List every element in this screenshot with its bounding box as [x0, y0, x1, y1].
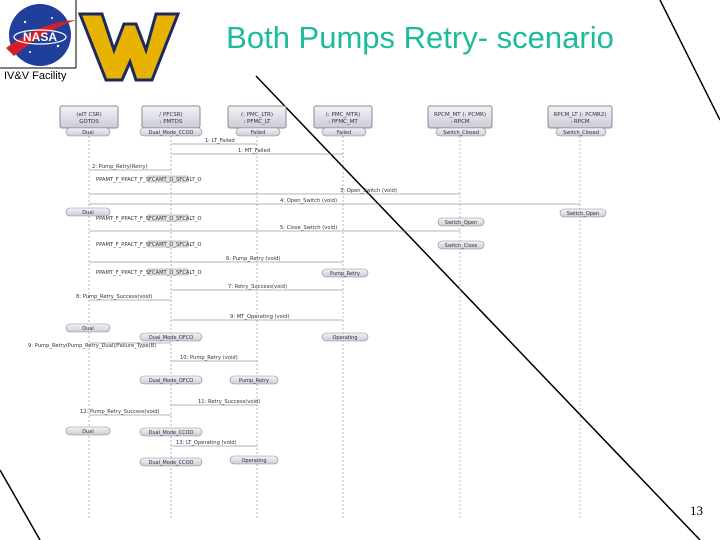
- message-label: 9: Pump_Retry(Pump_Retry_Dual)/Failure_T…: [28, 343, 156, 349]
- state-box: Dual_Mode_CCOO: [139, 427, 203, 437]
- lifeline-header: (: PMC_MTR) : PFMC_MT: [313, 105, 373, 129]
- state-label: Dual_Mode_CCOO: [149, 430, 194, 436]
- message-label: PPAMT_F_PPACT_F_SFCAMT_O_SFCALT_O: [96, 177, 201, 183]
- state-box: Pump_Retry: [229, 375, 279, 385]
- state-label: Switch_Closed: [563, 130, 599, 136]
- state-box: Operating: [321, 332, 369, 342]
- message-label: 5: Close_Switch (void): [280, 225, 337, 231]
- state-label: Dual: [82, 130, 93, 136]
- message-label: 3: Open_Switch (void): [340, 188, 397, 194]
- state-label: Dual_Mode_CCOO: [149, 130, 194, 136]
- message-label: 13: LT_Operating (void): [176, 440, 237, 446]
- nasa-logo: NASA: [6, 4, 76, 66]
- state-label: Pump_Retry: [330, 271, 360, 277]
- lifeline-header: RPCM_MT (: PCMR) : RPCM: [427, 105, 493, 129]
- page-number: 13: [690, 503, 703, 518]
- state-label: Dual: [82, 429, 93, 435]
- state-box: Dual: [65, 127, 111, 137]
- message-label: 7: Retry_Success(void): [228, 284, 287, 290]
- lifeline-label: (eIT CSR): [76, 112, 102, 118]
- lifeline-header: / PFCSR) : PMTDS: [141, 105, 201, 129]
- state-label: Switch_Open: [445, 220, 477, 226]
- state-box: Dual: [65, 426, 111, 436]
- state-box: Operating: [229, 455, 279, 465]
- state-box: Switch_Closed: [435, 127, 487, 137]
- state-box: Failed: [321, 127, 367, 137]
- message-label: 8: Pump_Retry_Success(void): [76, 294, 152, 300]
- state-label: Switch_Open: [567, 211, 599, 217]
- lifeline-sublabel: : PMTDS: [160, 119, 183, 125]
- state-box: Dual_Mode_CCOO: [139, 457, 203, 467]
- lifeline-header: (eIT CSR) GDTDS: [59, 105, 119, 129]
- state-box: Switch_Closed: [555, 127, 607, 137]
- message-label: 9: MT_Operating (void): [230, 314, 290, 320]
- state-box: Switch_Open: [559, 208, 607, 218]
- lifeline-sublabel: : PFMC_MT: [328, 119, 358, 125]
- message-label: 4: Open_Switch (void): [280, 198, 337, 204]
- diagonal-line-main: [255, 75, 701, 540]
- lifeline-label: / PFCSR): [159, 112, 182, 118]
- message-label: PPAMT_F_PPACT_F_SFCAMT_O_SFCALT_O: [96, 270, 201, 276]
- lifeline-label: (: PMC_MTR): [326, 112, 360, 118]
- message-label: 6: Pump_Retry (void): [226, 256, 280, 262]
- diagonal-line-left: [0, 469, 41, 540]
- lifeline-header: RPCM_LT (: PCMR2) : RPCM: [547, 105, 613, 129]
- state-label: Switch_Closed: [443, 130, 479, 136]
- state-label: Failed: [251, 130, 266, 136]
- state-label: Pump_Retry: [239, 378, 269, 384]
- state-box: Failed: [235, 127, 281, 137]
- state-box: Dual_Mode_CCOO: [139, 127, 203, 137]
- lifeline-sublabel: GDTDS: [79, 119, 99, 125]
- lifeline-sublabel: : PFMC_LT: [243, 119, 271, 125]
- condition-bars: [147, 175, 189, 276]
- message-label: 1: MT_Failed: [238, 148, 270, 154]
- lifelines: [88, 128, 581, 518]
- state-label: Dual_Mode_OFCO: [149, 378, 193, 384]
- state-box: Dual_Mode_OFCO: [139, 375, 203, 385]
- lifeline-sublabel: : RPCM: [570, 119, 590, 125]
- nasa-wordmark: NASA: [23, 30, 57, 44]
- state-label: Switch_Close: [445, 243, 478, 249]
- facility-label: IV&V Facility: [4, 70, 67, 82]
- lifeline-sublabel: : RPCM: [450, 119, 470, 125]
- condition-bar: [147, 175, 189, 183]
- condition-bar: [147, 214, 189, 222]
- state-label: Dual: [82, 210, 93, 216]
- diagonal-line-top-right: [659, 0, 720, 121]
- message-label: 12: Pump_Retry_Success(void): [80, 409, 160, 415]
- state-box: Dual_Mode_OFCO: [139, 332, 203, 342]
- slide-title: Both Pumps Retry- scenario: [226, 20, 614, 55]
- message-label: 11: Retry_Success(void): [198, 399, 260, 405]
- state-label: Dual_Mode_CCOO: [149, 460, 194, 466]
- state-box: Switch_Open: [437, 217, 485, 227]
- message-label: PPAMT_F_PPACT_F_SFCAMT_O_SFCALT_O: [96, 216, 201, 222]
- state-label: Dual_Mode_OFCO: [149, 335, 193, 341]
- message-arrows: [89, 143, 580, 447]
- message-label: 2: Pump_Retry(Retry): [92, 164, 148, 170]
- lifeline-label: RPCM_MT (: PCMR): [434, 112, 486, 118]
- state-label: Failed: [337, 130, 352, 136]
- message-label: 10: Pump_Retry (void): [180, 355, 238, 361]
- state-box: Pump_Retry: [321, 268, 369, 278]
- lifeline-label: (: PMC_LTR): [241, 112, 273, 118]
- state-label: Operating: [242, 458, 267, 464]
- state-box: Switch_Close: [437, 240, 485, 250]
- message-label: 1: LT_Failed: [205, 138, 235, 144]
- condition-bar: [147, 268, 189, 276]
- wv-logo: [77, 12, 181, 82]
- lifeline-label: RPCM_LT (: PCMR2): [553, 112, 606, 118]
- message-label: PPAMT_F_PPACT_F_SFCAMT_O_SFCALT_O: [96, 242, 201, 248]
- state-box: Dual: [65, 207, 111, 217]
- message-labels: 1: LT_Failed 1: MT_Failed 2: Pump_Retry(…: [28, 138, 397, 446]
- state-box: Dual: [65, 323, 111, 333]
- condition-bar: [147, 240, 189, 248]
- state-label: Dual: [82, 326, 93, 332]
- lifeline-header: (: PMC_LTR) : PFMC_LT: [227, 105, 287, 129]
- state-label: Operating: [333, 335, 358, 341]
